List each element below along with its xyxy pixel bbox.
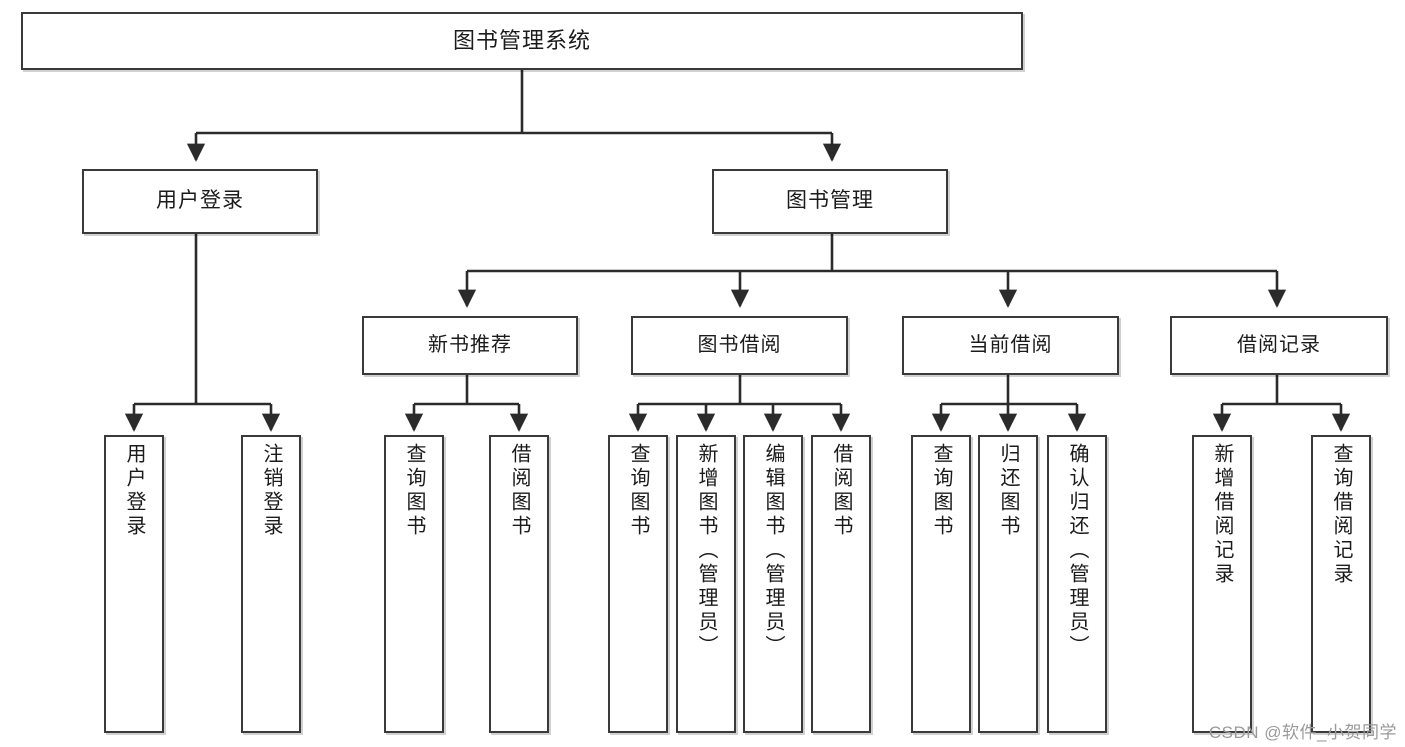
node-leaf-borrow-book-2[interactable]: 借阅图书	[811, 435, 871, 733]
node-leaf-edit-book-admin[interactable]: 编辑图书（管理员）	[743, 435, 803, 733]
node-label: 用户登录	[156, 189, 244, 213]
node-label: 图书借阅	[697, 333, 782, 356]
node-leaf-query-borrow-record[interactable]: 查询借阅记录	[1311, 435, 1371, 733]
node-label: 查询图书	[930, 443, 952, 539]
node-label: 确认归还（管理员）	[1066, 443, 1088, 659]
node-book-manage[interactable]: 图书管理	[712, 169, 948, 234]
node-leaf-query-book-3[interactable]: 查询图书	[911, 435, 971, 733]
node-label: 新增图书（管理员）	[695, 443, 717, 659]
node-leaf-add-borrow-record[interactable]: 新增借阅记录	[1192, 435, 1252, 733]
node-label: 图书管理系统	[452, 28, 591, 54]
node-leaf-return-book[interactable]: 归还图书	[978, 435, 1038, 733]
node-leaf-confirm-return-admin[interactable]: 确认归还（管理员）	[1047, 435, 1107, 733]
node-leaf-user-login[interactable]: 用户登录	[104, 435, 164, 733]
node-new-book-recommend[interactable]: 新书推荐	[362, 316, 578, 375]
node-leaf-logout-login[interactable]: 注销登录	[241, 435, 301, 733]
node-label: 新增借阅记录	[1211, 443, 1233, 587]
node-book-management-system[interactable]: 图书管理系统	[21, 12, 1023, 70]
node-leaf-borrow-book-1[interactable]: 借阅图书	[489, 435, 549, 733]
watermark-text: CSDN @软件_小贺同学	[1208, 723, 1397, 742]
node-label: 图书管理	[786, 189, 874, 213]
node-label: 查询图书	[627, 443, 649, 539]
node-label: 新书推荐	[428, 333, 512, 356]
node-label: 借阅记录	[1237, 333, 1321, 356]
node-label: 借阅图书	[830, 443, 852, 539]
node-label: 当前借阅	[968, 333, 1053, 356]
node-user-login[interactable]: 用户登录	[82, 169, 318, 234]
node-current-borrow[interactable]: 当前借阅	[902, 316, 1119, 375]
node-leaf-query-book-1[interactable]: 查询图书	[384, 435, 444, 733]
node-label: 查询图书	[403, 443, 425, 539]
node-leaf-add-book-admin[interactable]: 新增图书（管理员）	[676, 435, 736, 733]
node-label: 注销登录	[260, 443, 282, 539]
node-label: 编辑图书（管理员）	[762, 443, 784, 659]
node-label: 用户登录	[123, 443, 145, 539]
node-borrow-record[interactable]: 借阅记录	[1170, 316, 1388, 375]
node-label: 归还图书	[997, 443, 1019, 539]
node-book-borrow[interactable]: 图书借阅	[631, 316, 848, 375]
node-label: 借阅图书	[508, 443, 530, 539]
node-leaf-query-book-2[interactable]: 查询图书	[608, 435, 668, 733]
node-label: 查询借阅记录	[1330, 443, 1352, 587]
